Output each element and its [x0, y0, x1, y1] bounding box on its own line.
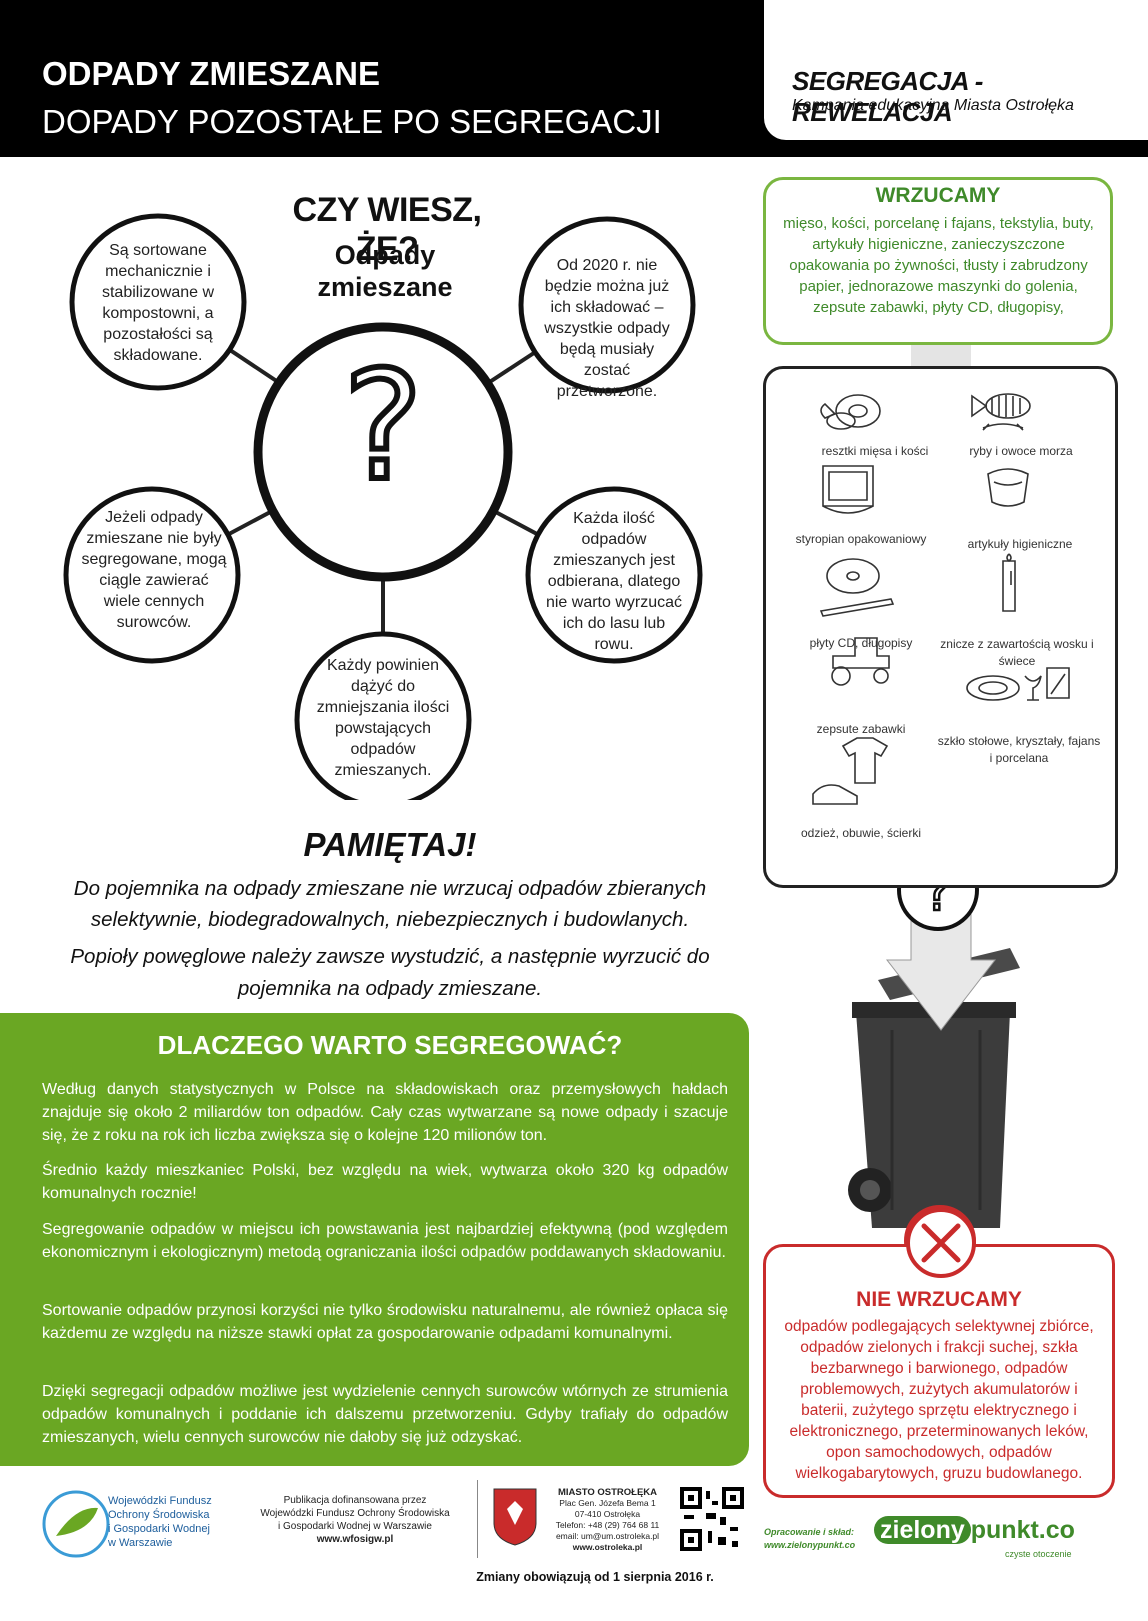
campaign-panel	[764, 0, 1148, 140]
fact-bubble-5	[294, 631, 472, 800]
wrzucamy-box	[763, 177, 1113, 345]
did-you-know-heading: CZY WIESZ, ŻE?	[292, 191, 482, 268]
page-subtitle: DOPADY POZOSTAŁE PO SEGREGACJI	[42, 103, 662, 140]
meat-bone-icon	[820, 394, 881, 430]
items-box	[763, 366, 1118, 888]
x-icon	[921, 1223, 961, 1263]
why-paragraph: Według danych statystycznych w Polsce na…	[42, 1081, 728, 1144]
fact-bubble-1	[69, 213, 247, 391]
tableware-icon	[966, 667, 1070, 701]
fish-skeleton-icon	[971, 393, 1031, 431]
remember-line: pojemnika na odpady zmieszane.	[237, 977, 543, 1000]
remember-line: Popioły powęglowe należy zawsze wystudzi…	[70, 945, 710, 968]
candle-icon	[1002, 553, 1016, 612]
styrofoam-icon	[822, 465, 874, 514]
fact-bubble-4	[525, 486, 703, 664]
facts-diagram: ?	[63, 213, 703, 800]
fact-text: Są sortowane mechanicznie i stabilizowan…	[101, 242, 215, 364]
box-connector	[911, 345, 971, 366]
city-info: MIASTO OSTROŁĘKA Plac Gen. Józefa Bema 1…	[555, 1487, 660, 1552]
item-label: ryby i owoce morza	[969, 444, 1073, 458]
why-panel	[0, 1013, 749, 1466]
qr-code-icon[interactable]	[680, 1487, 744, 1551]
wrzucamy-text: mięso, kości, porcelanę i fajans, teksty…	[783, 215, 1094, 316]
why-paragraph: Segregowanie odpadów w miejscu ich powst…	[42, 1221, 728, 1261]
fact-text: Każda ilość odpadów zmieszanych jest odb…	[545, 510, 683, 653]
remember-line: selektywnie, biodegradowalnych, niebezpi…	[90, 908, 690, 931]
remember-line: Do pojemnika na odpady zmieszane nie wrz…	[73, 877, 707, 900]
item-label: szkło stołowe, kryształy, fajans i porce…	[937, 734, 1101, 765]
nie-wrzucamy-text: odpadów podlegających selektywnej zbiórc…	[784, 1318, 1094, 1482]
remember-heading: PAMIĘTAJ!	[303, 826, 477, 863]
fact-bubble-2	[518, 216, 696, 394]
fact-bubble-3	[63, 486, 241, 664]
why-paragraph: Dzięki segregacji odpadów możliwe jest w…	[42, 1383, 728, 1446]
fact-text: Jeżeli odpady zmieszane nie były segrego…	[81, 509, 227, 631]
item-label: odzież, obuwie, ścierki	[800, 826, 922, 840]
page-title: ODPADY ZMIESZANE	[42, 55, 380, 92]
item-label: styropian opakowaniowy	[795, 532, 927, 546]
diaper-icon	[987, 468, 1029, 507]
item-label: zepsute zabawki	[816, 722, 906, 736]
toy-tractor-icon	[831, 637, 890, 686]
item-icons	[812, 393, 1070, 805]
center-label: Odpady zmieszane	[317, 240, 453, 302]
x-circle-badge	[906, 1208, 976, 1278]
item-label: artykuły higieniczne	[967, 537, 1073, 551]
why-paragraph: Średnio każdy mieszkaniec Polski, bez wz…	[42, 1162, 728, 1202]
center-circle	[253, 322, 513, 582]
item-label: resztki mięsa i kości	[821, 444, 929, 458]
wfos-name: Wojewódzki Fundusz Ochrony Środowiska i …	[108, 1495, 212, 1549]
fact-text: Każdy powinien dążyć do zmniejszania ilo…	[316, 657, 450, 779]
city-coat-of-arms-icon	[493, 1488, 537, 1546]
divider	[477, 1480, 478, 1558]
fact-text: Od 2020 r. nie będzie można już ich skła…	[544, 257, 670, 400]
wfos-logo-icon	[42, 1490, 110, 1558]
campaign-title: SEGREGACJA - REWELACJA	[792, 66, 983, 127]
nie-wrzucamy-title: NIE WRZUCAMY	[856, 1288, 1022, 1311]
why-heading: DLACZEGO WARTO SEGREGOWAĆ?	[157, 1030, 623, 1060]
publication-note: Publikacja dofinansowana przez Wojewódzk…	[260, 1495, 450, 1545]
campaign-subtitle: Kampania edukacyjna Miasta Ostrołęka	[792, 97, 1074, 114]
question-mark-icon: ?	[343, 340, 423, 514]
prepared-by: Opracowanie i skład: www.zielonypunkt.co	[764, 1527, 856, 1550]
nie-wrzucamy-box	[763, 1244, 1115, 1498]
effective-date-note: Zmiany obowiązują od 1 sierpnia 2016 r.	[476, 1570, 714, 1584]
item-label: znicze z zawartością wosku i świece	[940, 637, 1094, 668]
wrzucamy-title: WRZUCAMY	[875, 184, 1001, 207]
clothes-shoe-icon	[812, 737, 889, 805]
brand-tagline: czyste otoczenie	[1005, 1549, 1072, 1559]
cd-pen-icon	[819, 558, 895, 617]
why-paragraph: Sortowanie odpadów przynosi korzyści nie…	[42, 1302, 728, 1342]
item-label: płyty CD, długopisy	[809, 636, 913, 650]
